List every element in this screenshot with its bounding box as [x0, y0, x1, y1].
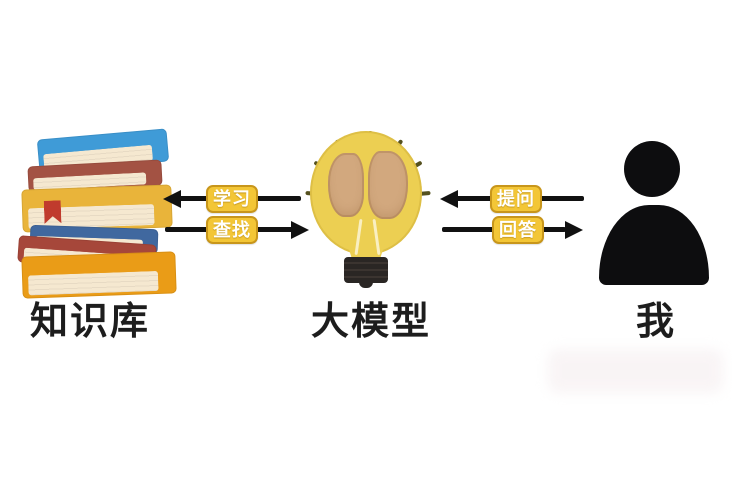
bulb-socket-tip: [359, 282, 373, 288]
edge-label-ask: 提问: [490, 185, 542, 213]
arrow-learn-head: [163, 190, 181, 208]
book-stack-icon: [12, 128, 177, 299]
bulb-socket: [344, 257, 388, 283]
book-orange: [21, 251, 177, 299]
brain-left-hemisphere: [328, 153, 364, 217]
edge-label-answer: 回答: [492, 216, 544, 244]
node-label-large-model: 大模型: [310, 301, 431, 343]
arrow-find-head: [291, 221, 309, 239]
edge-label-learn: 学习: [206, 185, 258, 213]
person-head: [624, 141, 680, 197]
node-label-knowledge-base: 知识库: [29, 301, 150, 343]
arrow-answer-head: [565, 221, 583, 239]
lightbulb-brain-icon: [302, 127, 432, 291]
person-body: [599, 205, 709, 285]
edge-label-find: 查找: [206, 216, 258, 244]
brain-right-hemisphere: [368, 151, 408, 219]
watermark-smudge: [548, 349, 723, 393]
arrow-ask-head: [440, 190, 458, 208]
book-pages: [28, 270, 159, 296]
node-label-user: 我: [635, 301, 676, 343]
person-icon: [596, 138, 712, 288]
